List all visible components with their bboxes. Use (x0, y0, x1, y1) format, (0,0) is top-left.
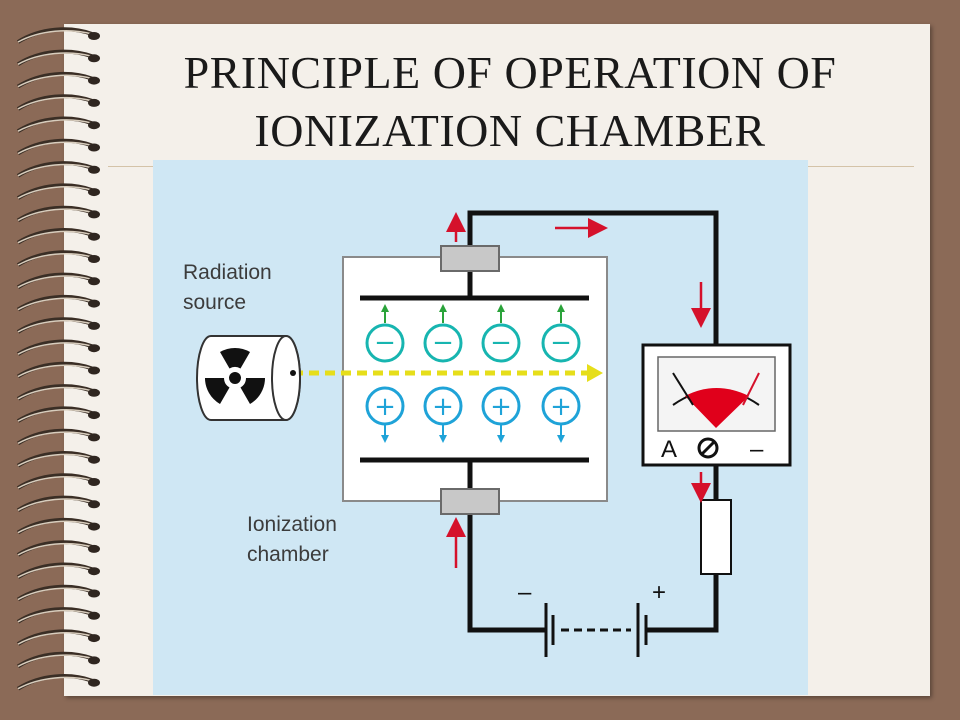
positive-ion: + (481, 386, 521, 443)
negative-ion-symbol: − (432, 328, 454, 358)
radiation-trefoil-icon (204, 348, 266, 404)
spiral-coil (16, 629, 100, 646)
battery-plus-label: + (652, 579, 666, 606)
circuit-diagram-svg: − + − + − + − + A – (196, 210, 792, 657)
spiral-coil (16, 138, 100, 156)
spiral-coil (16, 339, 100, 356)
spiral-coil (16, 607, 100, 624)
spiral-coil (16, 183, 100, 200)
slide-title: PRINCIPLE OF OPERATION OF IONIZATION CHA… (110, 44, 910, 160)
spiral-coil (16, 674, 100, 691)
negative-ion-symbol: − (550, 328, 572, 358)
spiral-coil (16, 495, 100, 513)
positive-ion: + (541, 386, 581, 443)
spiral-coil (16, 361, 100, 379)
positive-ion-symbol: + (550, 392, 572, 422)
radiation-source (196, 335, 301, 421)
battery-icon (544, 603, 648, 657)
ionization-chamber-diagram: − + − + − + − + A – (153, 160, 808, 695)
spiral-coil (16, 272, 100, 290)
spiral-coil (16, 562, 100, 579)
bottom-insulator (440, 488, 500, 515)
chamber-box (342, 256, 608, 502)
positive-ion-symbol: + (374, 392, 396, 422)
spiral-coil (16, 72, 100, 89)
spiral-coil (16, 428, 100, 446)
ammeter-minus-label: – (750, 436, 764, 463)
spiral-coil (16, 228, 100, 245)
title-line-2: IONIZATION CHAMBER (254, 105, 766, 156)
spiral-coil (16, 94, 100, 111)
spiral-coil (16, 161, 100, 178)
negative-ion: − (481, 304, 521, 363)
negative-ion: − (541, 304, 581, 363)
spiral-coil (16, 250, 100, 267)
spiral-coil (16, 49, 100, 67)
spiral-coil (16, 540, 100, 557)
positive-ion-symbol: + (490, 392, 512, 422)
spiral-coil (16, 384, 100, 401)
current-arrows (446, 212, 711, 568)
negative-ion-symbol: − (490, 328, 512, 358)
ionization-chamber-label-line-2: chamber (247, 543, 329, 566)
top-insulator (440, 245, 500, 272)
spiral-coil (16, 27, 100, 44)
radiation-beam (293, 364, 603, 382)
positive-ion: + (365, 386, 405, 443)
ionization-chamber-label: Ionization chamber (247, 510, 337, 570)
battery-minus-label: – (518, 579, 532, 606)
spiral-coil (16, 116, 100, 133)
positive-ion: + (423, 386, 463, 443)
spiral-coil (16, 317, 100, 334)
radiation-source-label-line-1: Radiation (183, 261, 272, 284)
radiation-source-label: Radiation source (183, 258, 272, 318)
spiral-coil (16, 651, 100, 669)
negative-ion: − (423, 304, 463, 363)
radiation-source-label-line-2: source (183, 291, 247, 314)
ionization-chamber-label-line-1: Ionization (247, 513, 337, 536)
positive-ion-symbol: + (432, 392, 454, 422)
resistor-icon (700, 499, 732, 575)
spiral-coil (16, 451, 100, 468)
spiral-coil (16, 473, 100, 490)
negative-ion-symbol: − (374, 328, 396, 358)
ammeter-a-label: A (661, 436, 677, 463)
spiral-coil (16, 295, 100, 312)
spiral-coil (16, 518, 100, 535)
circuit-wires (467, 210, 719, 633)
spiral-coil (16, 406, 100, 423)
notebook-spiral-binding (16, 27, 100, 691)
negative-ion: − (365, 304, 405, 363)
spiral-coil (16, 205, 100, 223)
spiral-coil (16, 584, 100, 602)
title-line-1: PRINCIPLE OF OPERATION OF (183, 47, 837, 98)
ammeter-icon (641, 343, 792, 467)
